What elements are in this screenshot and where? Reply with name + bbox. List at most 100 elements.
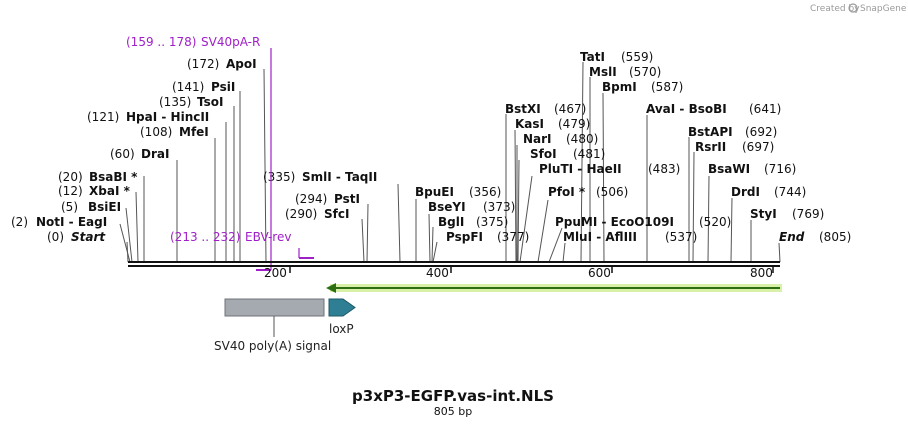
connector-bseyi — [428, 213, 431, 263]
site-name-rsrii: RsrII — [695, 140, 726, 154]
credit-prefix: Created by — [810, 4, 860, 14]
feature-label-sv40-polya: SV40 poly(A) signal — [214, 339, 331, 353]
site-name-psti: PstI — [334, 192, 360, 206]
site-tati: TatI (559) — [580, 50, 653, 64]
site-msli: MslI (570) — [589, 65, 661, 79]
connector-mlui — [562, 242, 566, 263]
site-name-drai: DraI — [141, 147, 169, 161]
connector-xbai — [135, 191, 139, 263]
connector-bsawi — [707, 175, 710, 263]
site-sfci: (290) SfcI — [285, 207, 349, 221]
feature-sv40-polya: SV40 poly(A) signal — [214, 298, 331, 353]
site-pos-kasi: (479) — [558, 117, 590, 131]
site-pos-bstxi: (467) — [554, 102, 586, 116]
connector-smli — [397, 183, 401, 263]
feature-label-loxp: loxP — [329, 322, 354, 336]
site-psii: (141) PsiI — [172, 80, 235, 94]
site-styi: StyI (769) — [750, 207, 824, 221]
feature-arrow-loxp-icon — [328, 298, 356, 317]
connector-rsrii — [692, 151, 695, 263]
site-pos-psii: (141) — [172, 80, 204, 94]
site-smli-taqii: (335) SmlI - TaqII — [263, 170, 377, 184]
dna-backbone — [128, 261, 780, 267]
site-bpuei: BpuEI (356) — [415, 185, 501, 199]
site-pos-pspfi: (377) — [497, 230, 529, 244]
site-pos-drai: (60) — [110, 147, 135, 161]
site-name-bstxi: BstXI — [505, 102, 541, 116]
site-name-bsawi: BsaWI — [708, 162, 750, 176]
connector-sfoi — [517, 159, 520, 263]
orf-arrow-head-icon — [326, 283, 336, 293]
ruler: 200 400 600 800 — [264, 266, 774, 280]
site-pos-rsrii: (697) — [742, 140, 774, 154]
site-pos-pluti: (483) — [648, 162, 680, 176]
site-tsoi: (135) TsoI — [159, 95, 223, 109]
site-pos-bpmi: (587) — [651, 80, 683, 94]
site-bgli: BglI (375) — [438, 215, 508, 229]
site-name-noti: NotI - EagI — [36, 215, 107, 229]
site-pos-bsiei: (5) — [61, 200, 78, 214]
site-pos-msli: (570) — [629, 65, 661, 79]
site-pos-drdi: (744) — [774, 185, 806, 199]
site-pos-hpai: (121) — [87, 110, 119, 124]
map-subtitle: 805 bp — [434, 405, 472, 418]
site-bsabi: (20) BsaBI * — [58, 170, 138, 184]
site-pos-ppumi: (520) — [699, 215, 731, 229]
snapgene-credit: Created by SnapGene — [810, 3, 907, 14]
site-pos-avai: (641) — [749, 102, 781, 116]
site-name-bpuei: BpuEI — [415, 185, 454, 199]
site-name-tsoi: TsoI — [197, 95, 223, 109]
site-name-end: End — [779, 230, 805, 244]
tick-label-400: 400 — [426, 266, 449, 280]
site-pos-bgli: (375) — [476, 215, 508, 229]
site-nari: NarI (480) — [523, 132, 598, 146]
site-pos-nari: (480) — [566, 132, 598, 146]
site-end: End (805) — [779, 230, 851, 244]
connector-bgli — [431, 226, 434, 263]
site-name-bgli: BglI — [438, 215, 464, 229]
site-pos-xbai: (12) — [58, 184, 83, 198]
site-name-sfoi: SfoI — [530, 147, 557, 161]
site-xbai: (12) XbaI * — [58, 184, 131, 198]
connector-pfoi — [537, 199, 549, 263]
site-drai: (60) DraI — [110, 147, 169, 161]
site-noti-eagi: (2) NotI - EagI — [11, 215, 107, 229]
site-pfoi: PfoI * (506) — [548, 185, 628, 199]
site-name-mfei: MfeI — [179, 125, 209, 139]
site-name-bseyi: BseYI — [428, 200, 466, 214]
site-pos-start: (0) — [47, 230, 64, 244]
site-bpmi: BpmI (587) — [602, 80, 683, 94]
site-pluti-haeii: PluTI - HaeII (483) — [539, 162, 680, 176]
connector-apoi — [263, 68, 267, 263]
site-pos-mlui: (537) — [665, 230, 697, 244]
site-pos-sfoi: (481) — [573, 147, 605, 161]
primer-name-sv40pa-r: SV40pA-R — [201, 35, 260, 49]
connector-noti — [119, 223, 131, 263]
site-name-msli: MslI — [589, 65, 617, 79]
site-name-styi: StyI — [750, 207, 777, 221]
site-pos-smli: (335) — [263, 170, 295, 184]
connector-bpmi — [602, 92, 605, 263]
site-hpai-hincii: (121) HpaI - HincII — [87, 110, 209, 124]
connector-pluti — [519, 175, 533, 263]
primer-ebv-rev: (213 .. 232) EBV-rev — [170, 230, 314, 259]
site-name-sfci: SfcI — [324, 207, 349, 221]
site-pos-styi: (769) — [792, 207, 824, 221]
snapgene-logo-icon — [848, 3, 858, 13]
restriction-sites: (0) Start (2) NotI - EagI (5) BsiEI (12)… — [11, 50, 851, 244]
site-bsawi: BsaWI (716) — [708, 162, 796, 176]
site-name-pspfi: PspFI — [446, 230, 483, 244]
connector-bsiei — [125, 207, 133, 263]
map-title: p3xP3-EGFP.vas-int.NLS — [352, 387, 554, 405]
connector-kasi — [514, 129, 517, 263]
site-name-nari: NarI — [523, 132, 552, 146]
site-name-pluti: PluTI - HaeII — [539, 162, 622, 176]
site-name-kasi: KasI — [515, 117, 544, 131]
connector-ppumi — [548, 227, 563, 263]
site-pos-bstapi: (692) — [745, 125, 777, 139]
site-name-pfoi: PfoI * — [548, 185, 586, 199]
site-mlui-afliii: MluI - AflIII (537) — [563, 230, 697, 244]
site-pos-mfei: (108) — [140, 125, 172, 139]
site-pos-psti: (294) — [295, 192, 327, 206]
